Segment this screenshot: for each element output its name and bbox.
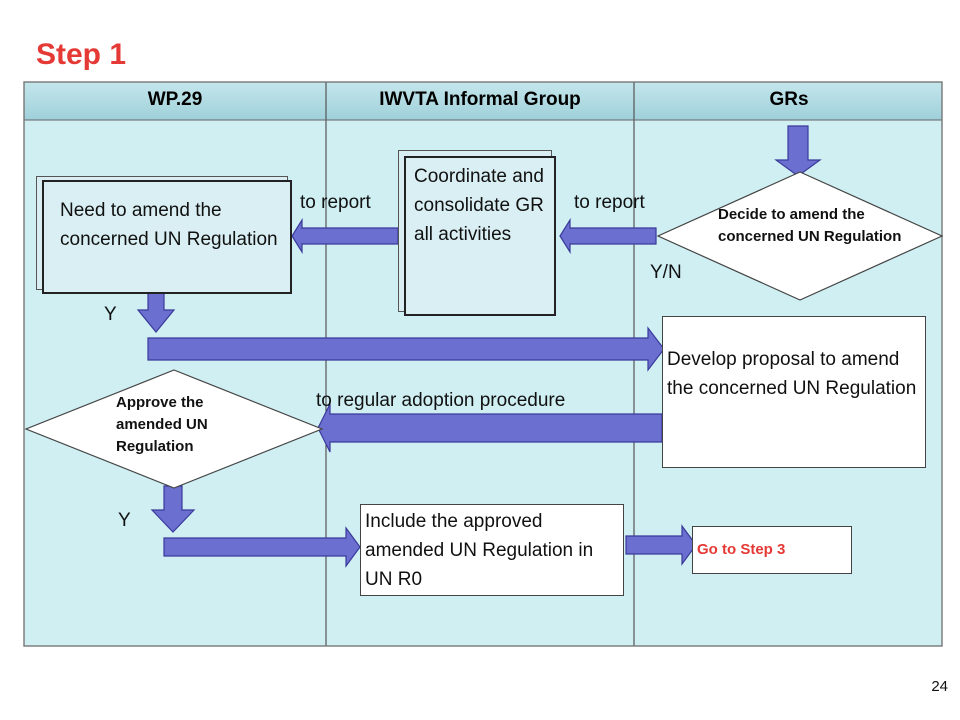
- decide-text: Decide to amend the concerned UN Regulat…: [718, 206, 902, 245]
- lane-header-wp29: WP.29: [147, 89, 203, 110]
- include-box: Include the approved amended UN Regulati…: [360, 504, 624, 596]
- need-amend-text: Need to amend the concerned UN Regulatio…: [60, 200, 278, 250]
- y-label-upper: Y: [104, 304, 117, 325]
- regular-adoption-label: to regular adoption procedure: [316, 390, 566, 411]
- to-report-label-right: to report: [574, 192, 645, 213]
- yn-label: Y/N: [650, 262, 682, 283]
- arrow-to-develop: [147, 326, 665, 372]
- include-text: Include the approved amended UN Regulati…: [365, 511, 594, 590]
- coordinate-text: Coordinate and consolidate GR all activi…: [414, 166, 544, 245]
- develop-box: Develop proposal to amend the concerned …: [662, 316, 926, 468]
- arrow-need-down: [136, 291, 176, 333]
- arrow-into-decide: [774, 125, 822, 177]
- go-step3-text: Go to Step 3: [697, 541, 786, 558]
- lane-header-iwvta: IWVTA Informal Group: [379, 89, 581, 110]
- page-title: Step 1: [36, 38, 127, 71]
- arrow-to-approve: [317, 403, 663, 453]
- lane-header-grs: GRs: [769, 89, 809, 110]
- arrow-to-include: [163, 526, 361, 568]
- arrow-to-report-left: [291, 217, 399, 255]
- arrow-to-step3: [625, 524, 697, 566]
- develop-text: Develop proposal to amend the concerned …: [667, 349, 917, 399]
- approve-text: Approve the amended UN Regulation: [116, 394, 208, 455]
- decide-diamond: [656, 171, 944, 301]
- arrow-to-report-right: [559, 217, 657, 255]
- go-step3-box: Go to Step 3: [692, 526, 852, 574]
- y-label-lower: Y: [118, 510, 131, 531]
- to-report-label-left: to report: [300, 192, 371, 213]
- need-amend-box: Need to amend the concerned UN Regulatio…: [42, 180, 292, 294]
- approve-diamond: [24, 369, 324, 489]
- arrow-approve-down: [150, 485, 196, 533]
- page-number: 24: [931, 678, 948, 695]
- coordinate-box: Coordinate and consolidate GR all activi…: [404, 156, 556, 316]
